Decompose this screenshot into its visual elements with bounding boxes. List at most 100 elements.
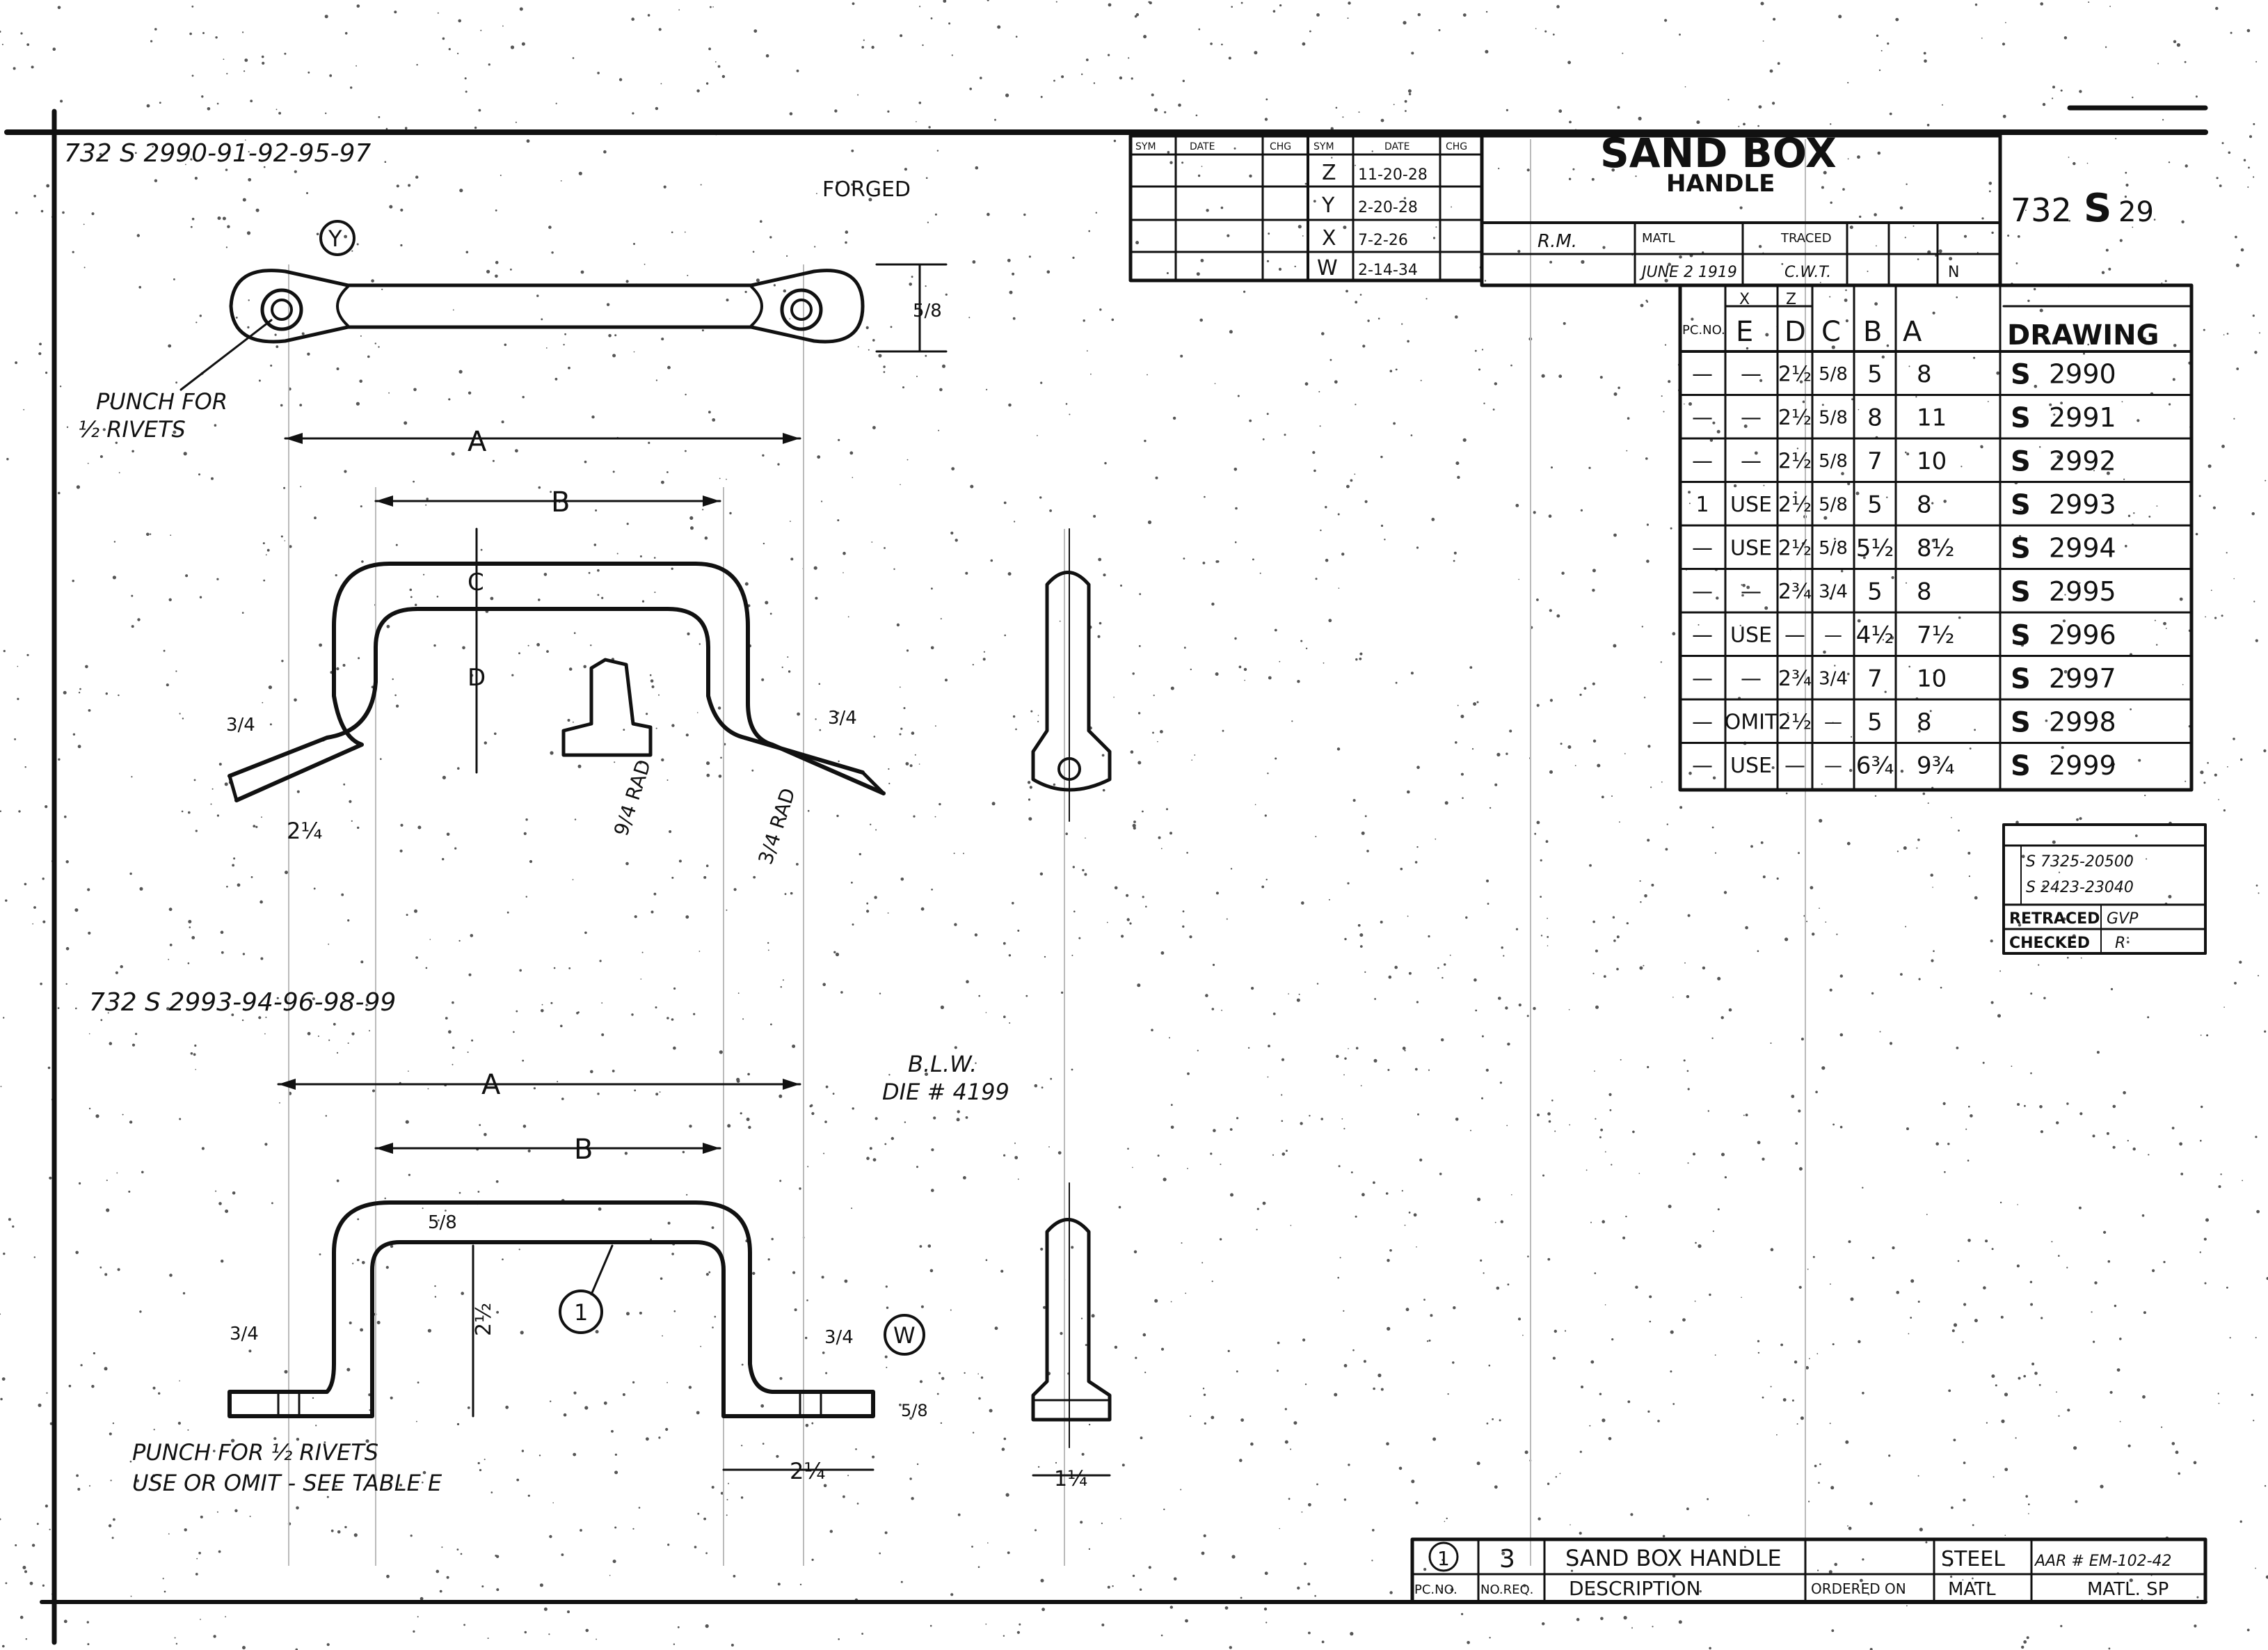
svg-text:D: D: [468, 664, 486, 692]
table-cell-e: —: [1741, 667, 1762, 691]
table-cell-c: —: [1824, 756, 1842, 777]
svg-text:1: 1: [574, 1299, 588, 1326]
table-cell-e: OMIT: [1725, 711, 1778, 735]
table-cell-e: USE: [1730, 493, 1772, 517]
svg-text:NO.REQ.: NO.REQ.: [1480, 1582, 1533, 1597]
dim-c-d-upper: C D: [468, 527, 486, 774]
construction-lines: [288, 139, 1806, 1566]
drawing-number-prefix: 732: [2011, 191, 2072, 229]
traced-label: TRACED: [1780, 231, 1832, 246]
date-drawn: JUNE 2 1919: [1639, 264, 1737, 281]
svg-text:W: W: [1317, 256, 1338, 280]
table-cell-pc: —: [1692, 363, 1713, 387]
dim-five-eighths-lower: 5/8: [428, 1212, 457, 1233]
table-cell-c: —: [1824, 625, 1842, 646]
table-cell-pc: —: [1692, 667, 1713, 691]
table-cell-d: 2¾: [1778, 580, 1812, 604]
table-cell-a: 7½: [1917, 621, 1955, 649]
revision-block: SYM DATE CHG SYM DATE CHG Z 11-20-28 Y 2…: [1128, 134, 1484, 283]
table-cell-c: 5/8: [1819, 364, 1848, 385]
table-cell-b: 7: [1867, 447, 1883, 475]
table-cell-pc: —: [1692, 580, 1713, 604]
svg-text:DATE: DATE: [1384, 141, 1409, 152]
table-cell-b: 5: [1867, 708, 1883, 736]
table-cell-drawing: 2993: [2049, 489, 2116, 520]
initials: C.W.T.: [1784, 264, 1831, 281]
table-cell-pc: —: [1692, 537, 1713, 561]
table-cell-c: 5/8: [1819, 408, 1848, 429]
svg-text:X: X: [1322, 226, 1336, 251]
drawing-number-partial: 29: [2118, 196, 2154, 228]
svg-text:CHG: CHG: [1270, 141, 1291, 152]
svg-text:PC.NO.: PC.NO.: [1682, 323, 1725, 338]
table-cell-d: 2½: [1778, 406, 1812, 430]
svg-text:A: A: [468, 426, 487, 458]
table-cell-drawing: 2998: [2049, 707, 2116, 738]
parts-list: 1 3 SAND BOX HANDLE STEEL AAR # EM-102-4…: [1410, 1537, 2207, 1604]
dim-three-quarter-right-lower: 3/4: [824, 1327, 854, 1348]
svg-text:C: C: [468, 569, 484, 596]
table-cell-drawing: 2995: [2049, 576, 2116, 607]
table-cell-b: 8: [1867, 404, 1883, 432]
handle-top-view: 5/8: [229, 263, 948, 353]
svg-text:MATL: MATL: [1948, 1579, 1996, 1600]
handle-front-view-lower: [227, 1200, 875, 1418]
table-cell-pc: 1: [1695, 493, 1709, 517]
dim-a-top: A: [284, 426, 801, 458]
svg-text:B: B: [574, 1134, 593, 1166]
table-cell-d: 2½: [1778, 711, 1812, 735]
dim-two-quarter-lower: 2¼: [790, 1458, 825, 1484]
table-cell-d: —: [1784, 624, 1805, 648]
table-cell-e: —: [1741, 450, 1762, 474]
table-cell-d: 2¾: [1778, 667, 1812, 691]
table-cell-a: 10: [1917, 665, 1947, 693]
svg-text:DATE: DATE: [1190, 141, 1215, 152]
table-cell-pc: —: [1692, 754, 1713, 778]
table-cell-b: 5: [1867, 360, 1883, 388]
lower-part-numbers: 732 S 2993-94-96-98-99: [89, 988, 396, 1017]
reference-block: S 7325-20500 S 2423-23040 RETRACED GVP C…: [2002, 823, 2207, 955]
table-cell-s: S: [2011, 663, 2031, 695]
parts-description: SAND BOX HANDLE: [1565, 1545, 1782, 1571]
dim-three-quarter-left-lower: 3/4: [230, 1324, 259, 1344]
ref-1: S 7325-20500: [2026, 853, 2134, 871]
die-note-2: DIE # 4199: [882, 1079, 1009, 1105]
table-cell-pc: —: [1692, 624, 1713, 648]
svg-text:C: C: [1821, 316, 1841, 348]
table-cell-a: 11: [1917, 404, 1947, 432]
table-cell-e: —: [1741, 580, 1762, 604]
table-cell-a: 8: [1917, 491, 1932, 519]
die-note-1: B.L.W.: [908, 1051, 977, 1077]
table-cell-d: 2½: [1778, 537, 1812, 561]
table-cell-s: S: [2011, 402, 2031, 434]
forged-note: FORGED: [822, 177, 911, 202]
svg-text:B: B: [1863, 316, 1882, 348]
table-cell-e: USE: [1730, 537, 1772, 561]
table-cell-a: 8: [1917, 360, 1932, 388]
svg-text:ORDERED ON: ORDERED ON: [1811, 1580, 1906, 1597]
table-cell-s: S: [2011, 750, 2031, 782]
svg-text:D: D: [1784, 316, 1806, 348]
table-cell-e: —: [1741, 363, 1762, 387]
table-cell-b: 4½: [1856, 621, 1894, 649]
table-cell-s: S: [2011, 358, 2031, 390]
svg-text:MATL. SP: MATL. SP: [2087, 1579, 2169, 1600]
table-cell-drawing: 2996: [2049, 620, 2116, 651]
table-cell-a: 8½: [1917, 534, 1955, 562]
punch-note-bottom-1: PUNCH FOR ½ RIVETS: [132, 1439, 378, 1466]
table-cell-c: 5/8: [1819, 538, 1848, 559]
table-cell-drawing: 2997: [2049, 663, 2116, 694]
table-cell-s: S: [2011, 489, 2031, 521]
svg-text:A: A: [481, 1069, 501, 1101]
table-cell-s: S: [2011, 706, 2031, 738]
subtitle-text: HANDLE: [1666, 170, 1775, 198]
table-cell-d: 2½: [1778, 493, 1812, 517]
svg-text:Z: Z: [1322, 161, 1336, 185]
dim-three-quarter-right-upper: 3/4: [828, 708, 857, 729]
